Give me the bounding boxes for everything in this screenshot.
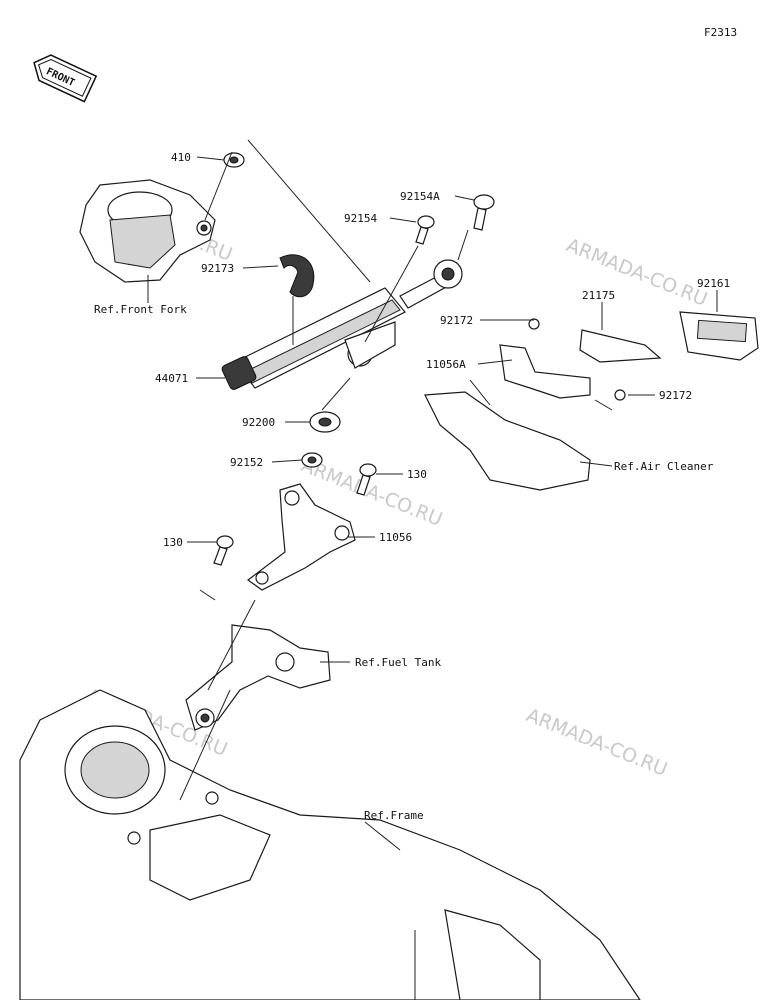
label-11056a: 11056A	[426, 358, 466, 371]
label-21175: 21175	[582, 289, 615, 302]
clip-92173	[279, 254, 315, 298]
label-ref-air-cleaner: Ref.Air Cleaner	[614, 460, 714, 473]
bolt-92154	[415, 215, 435, 245]
part-labels: 410 92173 Ref.Front Fork 44071 92200 921…	[94, 151, 730, 822]
label-11056: 11056	[379, 531, 412, 544]
label-92200: 92200	[242, 416, 275, 429]
front-fork-clamp	[79, 179, 216, 283]
label-410: 410	[171, 151, 191, 164]
label-92152: 92152	[230, 456, 263, 469]
figure-code: F2313	[704, 26, 737, 39]
label-92161: 92161	[697, 277, 730, 290]
bolt-130-right	[356, 463, 377, 496]
bracket-11056	[246, 483, 356, 591]
label-130-left: 130	[163, 536, 183, 549]
label-ref-frame: Ref.Frame	[364, 809, 424, 822]
label-92154: 92154	[344, 212, 377, 225]
label-130-right: 130	[407, 468, 427, 481]
watermarks: ARMADA-CO.RU ARMADA-CO.RU ARMADA-CO.RU A…	[83, 189, 710, 781]
leader-lines	[147, 139, 718, 1000]
bolt-92154a	[473, 194, 495, 231]
washer-92200	[309, 411, 341, 433]
steering-damper	[221, 259, 463, 390]
label-92172-top: 92172	[440, 314, 473, 327]
label-92173: 92173	[201, 262, 234, 275]
label-92172-right: 92172	[659, 389, 692, 402]
label-ref-front-fork: Ref.Front Fork	[94, 303, 187, 316]
collar-92152	[301, 452, 323, 468]
fuel-tank-mount	[185, 624, 331, 731]
front-arrow-icon: FRONT	[33, 54, 98, 103]
label-92154a: 92154A	[400, 190, 440, 203]
bolt-130-left	[213, 535, 234, 566]
air-cleaner-assembly	[424, 311, 759, 491]
motorcycle-frame	[19, 689, 642, 1001]
label-44071: 44071	[155, 372, 188, 385]
label-ref-fuel-tank: Ref.Fuel Tank	[355, 656, 441, 669]
watermark-5: ARMADA-CO.RU	[523, 704, 670, 781]
